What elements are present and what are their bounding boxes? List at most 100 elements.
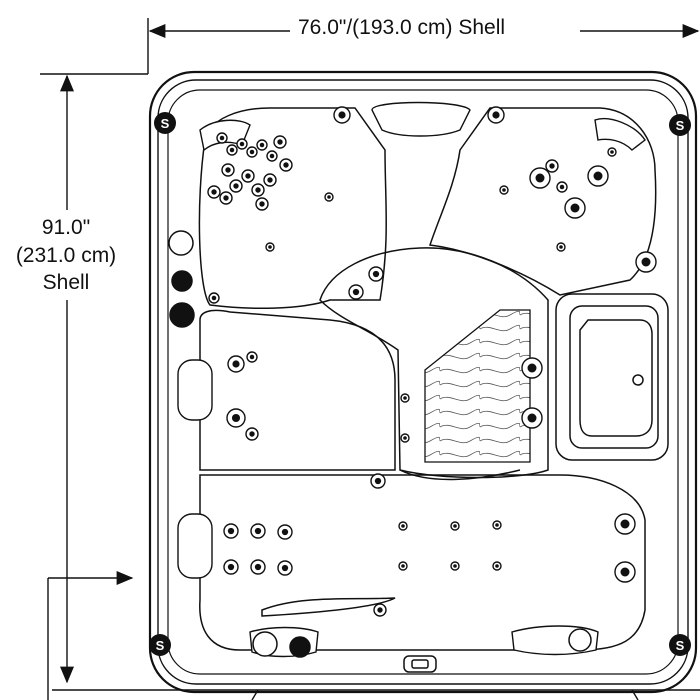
jet-17-center (327, 195, 331, 199)
shell-rim (167, 89, 679, 675)
left-lounge-shell (199, 309, 396, 471)
height-line-1: 91.0" (41, 216, 91, 239)
jet-9-center (225, 167, 231, 173)
jet-47-center (620, 519, 630, 529)
jet-3-center (239, 141, 245, 147)
width-dimension (147, 18, 700, 74)
jet-8-center (283, 162, 289, 168)
height-line-3: Shell (42, 271, 90, 295)
jet-14-center (211, 189, 217, 195)
jet-44-center (401, 564, 405, 568)
jet-24-center (502, 188, 506, 192)
jet-1-center (219, 135, 225, 141)
jet-21-center (593, 171, 603, 181)
top-right-seat-shell (428, 107, 657, 296)
shell-outline (148, 70, 698, 694)
interior-outline (198, 107, 657, 651)
jet-56-center (211, 295, 217, 301)
top-headrest (371, 101, 471, 137)
jet-29-center (231, 413, 241, 423)
jet-18-center (268, 245, 272, 249)
jet-46-center (495, 564, 499, 568)
jet-36-center (254, 527, 262, 535)
jet-43-center (495, 523, 499, 527)
jet-42-center (453, 524, 457, 528)
bottom-control-left (252, 631, 278, 657)
jet-34-center (403, 436, 407, 440)
shell-inner-edge (157, 79, 689, 685)
left-headrest-lower (177, 513, 213, 579)
jet-48-center (620, 567, 630, 577)
jet-23-center (559, 184, 565, 190)
step-inner-curve (399, 469, 521, 481)
control-knob-1 (168, 230, 194, 256)
marker-top-right-letter: S (676, 118, 685, 133)
textured-floor (424, 309, 531, 463)
jet-55-center (641, 257, 651, 267)
width-dimension-label: 76.0"/(193.0 cm) Shell (294, 14, 510, 42)
jet-41-center (401, 524, 405, 528)
jet-20-center (549, 163, 555, 169)
jet-39-center (254, 563, 262, 571)
bottom-control-mid (289, 636, 311, 658)
jet-37-center (281, 528, 289, 536)
jet-28-center (249, 354, 255, 360)
marker-bottom-left (149, 634, 171, 656)
jet-16-center (259, 201, 265, 207)
footwell-floor (261, 597, 396, 617)
jet-49-center (374, 477, 382, 485)
jet-33-center (403, 396, 407, 400)
jet-7-center (277, 139, 283, 145)
left-headrest-upper (177, 359, 213, 421)
jet-4-center (249, 149, 255, 155)
jet-15-center (223, 195, 229, 201)
jet-45-center (453, 564, 457, 568)
jet-51-center (352, 288, 360, 296)
jet-10-center (233, 183, 239, 189)
cooler-console (555, 293, 669, 461)
console-cupholder (579, 319, 653, 437)
corner-markers: S S S S (149, 112, 691, 656)
control-knob-3 (169, 302, 195, 328)
bottom-control-right (568, 628, 592, 652)
shell-outer-edge (148, 70, 698, 694)
marker-top-left (154, 112, 176, 134)
top-right-headrest (594, 118, 646, 151)
height-line-2: (231.0 cm) (15, 243, 117, 267)
jet-53-center (338, 111, 346, 119)
jet-32-center (527, 413, 537, 423)
jet-6-center (269, 153, 275, 159)
marker-bottom-right (669, 634, 691, 656)
jet-19-center (535, 173, 545, 183)
footwell-texture (424, 309, 531, 463)
jet-31-center (527, 363, 537, 373)
jet-12-center (255, 187, 261, 193)
jet-22-center (570, 203, 580, 213)
jet-5-center (259, 142, 265, 148)
marker-bottom-right-letter: S (676, 638, 685, 653)
marker-top-right (669, 114, 691, 136)
top-left-seat-shell (198, 107, 387, 310)
jet-54-center (492, 111, 500, 119)
jet-35-center (227, 527, 235, 535)
jet-52-center (372, 270, 380, 278)
jet-13-center (267, 177, 273, 183)
jet-38-center (227, 563, 235, 571)
marker-top-left-letter: S (161, 116, 170, 131)
jet-25-center (610, 150, 614, 154)
marker-bottom-left-letter: S (156, 638, 165, 653)
jet-50-center (377, 607, 383, 613)
jet-27-center (232, 360, 240, 368)
jet-40-center (281, 564, 289, 572)
jets-group (207, 106, 657, 617)
jet-11-center (245, 173, 251, 179)
jet-30-center (249, 431, 255, 437)
drain-slot (411, 659, 429, 669)
jet-2-center (229, 147, 235, 153)
center-seat-shell (319, 247, 549, 479)
jet-26-center (559, 245, 563, 249)
controls (168, 230, 592, 673)
console-button (632, 374, 644, 386)
